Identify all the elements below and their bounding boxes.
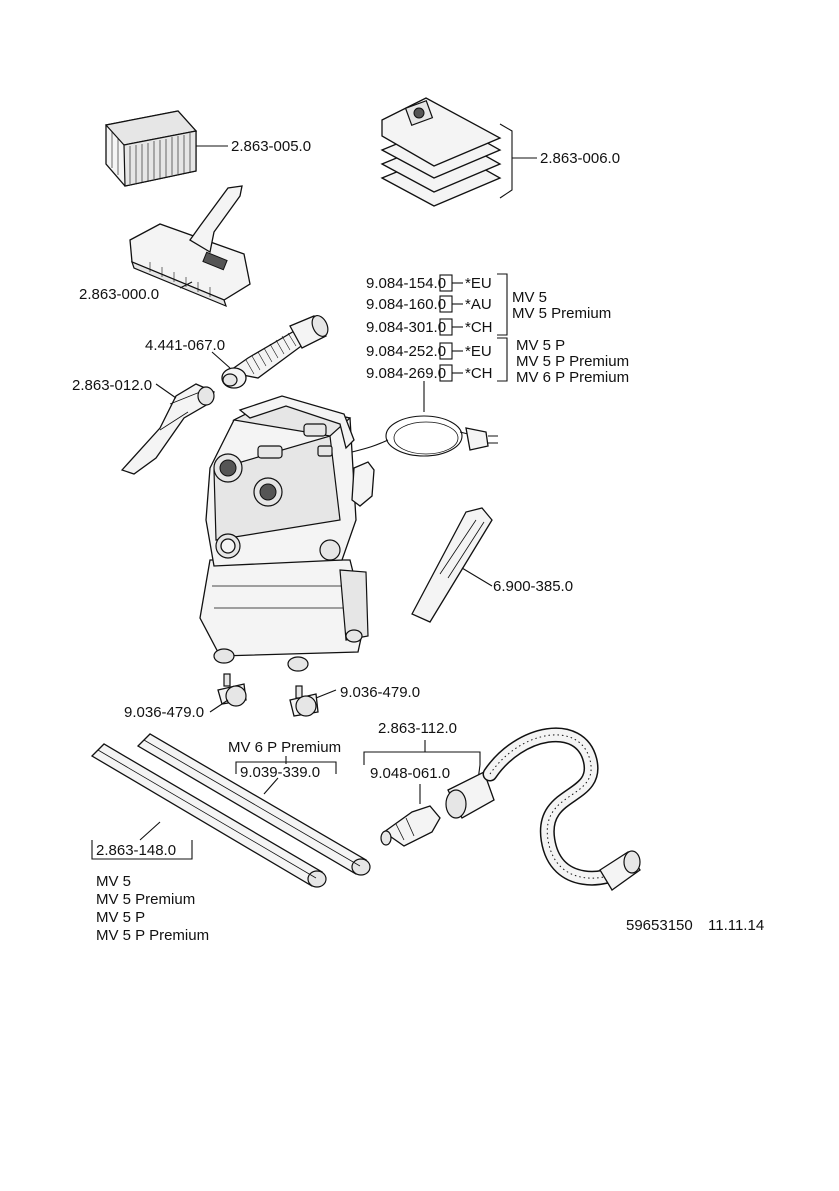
models-group1-line1: MV 5 bbox=[512, 289, 547, 306]
cable-p-eu-suffix: *EU bbox=[465, 343, 492, 360]
crevice-nozzle-illustration bbox=[411, 507, 493, 623]
floor-nozzle-part-number: 2.863-000.0 bbox=[79, 286, 159, 303]
hose-adapter-illustration bbox=[380, 805, 441, 847]
hose-handle-part-number: 2.863-012.0 bbox=[72, 377, 152, 394]
filter-part-number: 2.863-005.0 bbox=[231, 138, 311, 155]
hose-kit-part-number: 2.863-112.0 bbox=[378, 720, 457, 737]
castor-left-part-number: 9.036-479.0 bbox=[124, 704, 204, 721]
tubes-model-line3: MV 5 P bbox=[96, 909, 145, 926]
cable-ch-part-number: 9.084-301.0 bbox=[366, 319, 446, 336]
flat-pleated-filter-illustration bbox=[104, 110, 198, 187]
document-number: 59653150 bbox=[626, 917, 693, 934]
tubes-model-line2: MV 5 Premium bbox=[96, 891, 195, 908]
cable-eu-part-number: 9.084-154.0 bbox=[366, 275, 446, 292]
hose-swivel-illustration bbox=[221, 315, 329, 389]
models-group2-line2: MV 5 P Premium bbox=[516, 353, 629, 370]
cable-au-part-number: 9.084-160.0 bbox=[366, 296, 446, 313]
tubes-part-number: 2.863-148.0 bbox=[96, 842, 176, 859]
suction-hose-illustration bbox=[445, 727, 641, 891]
crevice-nozzle-part-number: 6.900-385.0 bbox=[493, 578, 573, 595]
models-group1-line2: MV 5 Premium bbox=[512, 305, 611, 322]
filter-bags-part-number: 2.863-006.0 bbox=[540, 150, 620, 167]
hose-swivel-part-number: 4.441-067.0 bbox=[145, 337, 225, 354]
tubes-p-part-number: 9.039-339.0 bbox=[240, 764, 320, 781]
power-cable-illustration bbox=[351, 415, 498, 457]
hose-adapter-part-number: 9.048-061.0 bbox=[370, 765, 450, 782]
tubes-model-line1: MV 5 bbox=[96, 873, 131, 890]
tubes-p-model: MV 6 P Premium bbox=[228, 739, 341, 756]
suction-tubes-illustration bbox=[90, 733, 371, 888]
floor-nozzle-illustration bbox=[129, 185, 251, 308]
castor-right-illustration bbox=[289, 685, 319, 717]
cable-p-eu-part-number: 9.084-252.0 bbox=[366, 343, 446, 360]
document-date: 11.11.14 bbox=[708, 917, 764, 934]
models-group2-line1: MV 5 P bbox=[516, 337, 565, 354]
cable-p-ch-part-number: 9.084-269.0 bbox=[366, 365, 446, 382]
hose-handle-illustration bbox=[120, 383, 215, 475]
cable-au-suffix: *AU bbox=[465, 296, 492, 313]
castor-right-part-number: 9.036-479.0 bbox=[340, 684, 420, 701]
vacuum-cleaner-illustration bbox=[199, 395, 375, 672]
tubes-model-line4: MV 5 P Premium bbox=[96, 927, 209, 944]
cable-eu-suffix: *EU bbox=[465, 275, 492, 292]
cable-p-ch-suffix: *CH bbox=[465, 365, 493, 382]
cable-ch-suffix: *CH bbox=[465, 319, 493, 336]
models-group2-line3: MV 6 P Premium bbox=[516, 369, 629, 386]
castor-left-illustration bbox=[217, 673, 247, 707]
filter-bags-illustration bbox=[380, 97, 502, 207]
